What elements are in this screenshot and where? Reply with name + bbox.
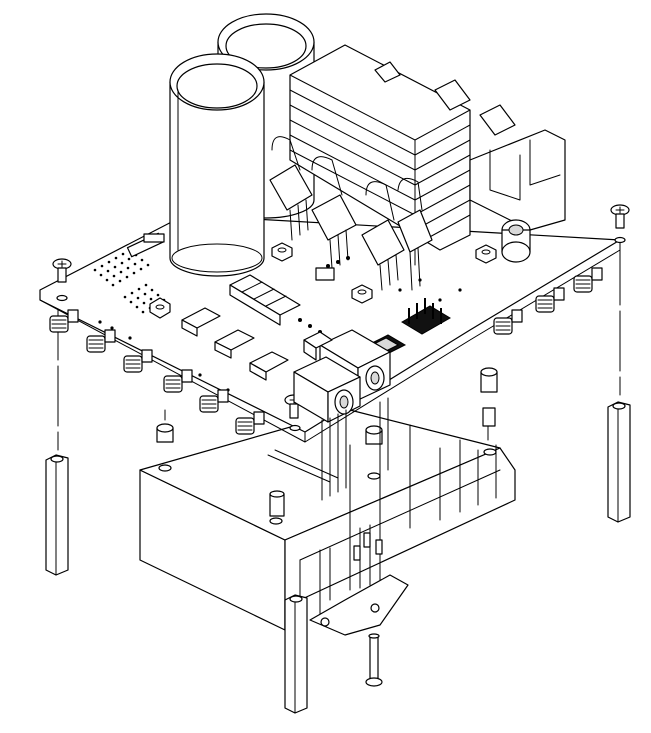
- sma-connector: [535, 287, 565, 313]
- spacer: [156, 367, 498, 517]
- hex-standoff: [45, 454, 69, 576]
- power-transistor: [397, 177, 433, 291]
- hex-standoff: [607, 401, 631, 523]
- hex-nut: [351, 284, 373, 304]
- power-transistor-heatsink: [289, 44, 566, 266]
- hex-nut: [149, 297, 171, 319]
- small-connector: [303, 331, 333, 361]
- component-leads: [321, 397, 389, 501]
- pin-header: [401, 298, 451, 335]
- hex-standoff: [284, 594, 308, 714]
- mounting-screw: [365, 633, 383, 687]
- power-transistor: [269, 136, 313, 241]
- main-heatsink: [139, 409, 516, 641]
- rf-connector-housing: [293, 356, 361, 423]
- sma-connector: [123, 349, 153, 373]
- sma-connector: [235, 411, 265, 435]
- sma-connector: [573, 267, 603, 293]
- ic-chip: [214, 329, 255, 359]
- ic-chip: [249, 351, 289, 381]
- power-transistor: [311, 156, 357, 269]
- connector-header: [229, 274, 301, 326]
- ic-chip: [181, 307, 221, 337]
- hex-nut: [475, 244, 497, 264]
- sma-connector: [199, 389, 229, 413]
- transistor-mounting-plate: [309, 521, 409, 636]
- rf-connector: [501, 219, 531, 263]
- power-transistor: [361, 181, 405, 291]
- electrolytic-capacitor: [169, 53, 265, 277]
- sma-connector: [493, 309, 523, 335]
- sma-connector: [49, 309, 79, 333]
- sma-connector: [86, 329, 116, 353]
- board-screw: [610, 204, 630, 229]
- board-screw: [52, 258, 72, 283]
- small-component: [126, 232, 335, 281]
- sma-connector: [163, 369, 193, 393]
- hex-nut: [271, 242, 293, 262]
